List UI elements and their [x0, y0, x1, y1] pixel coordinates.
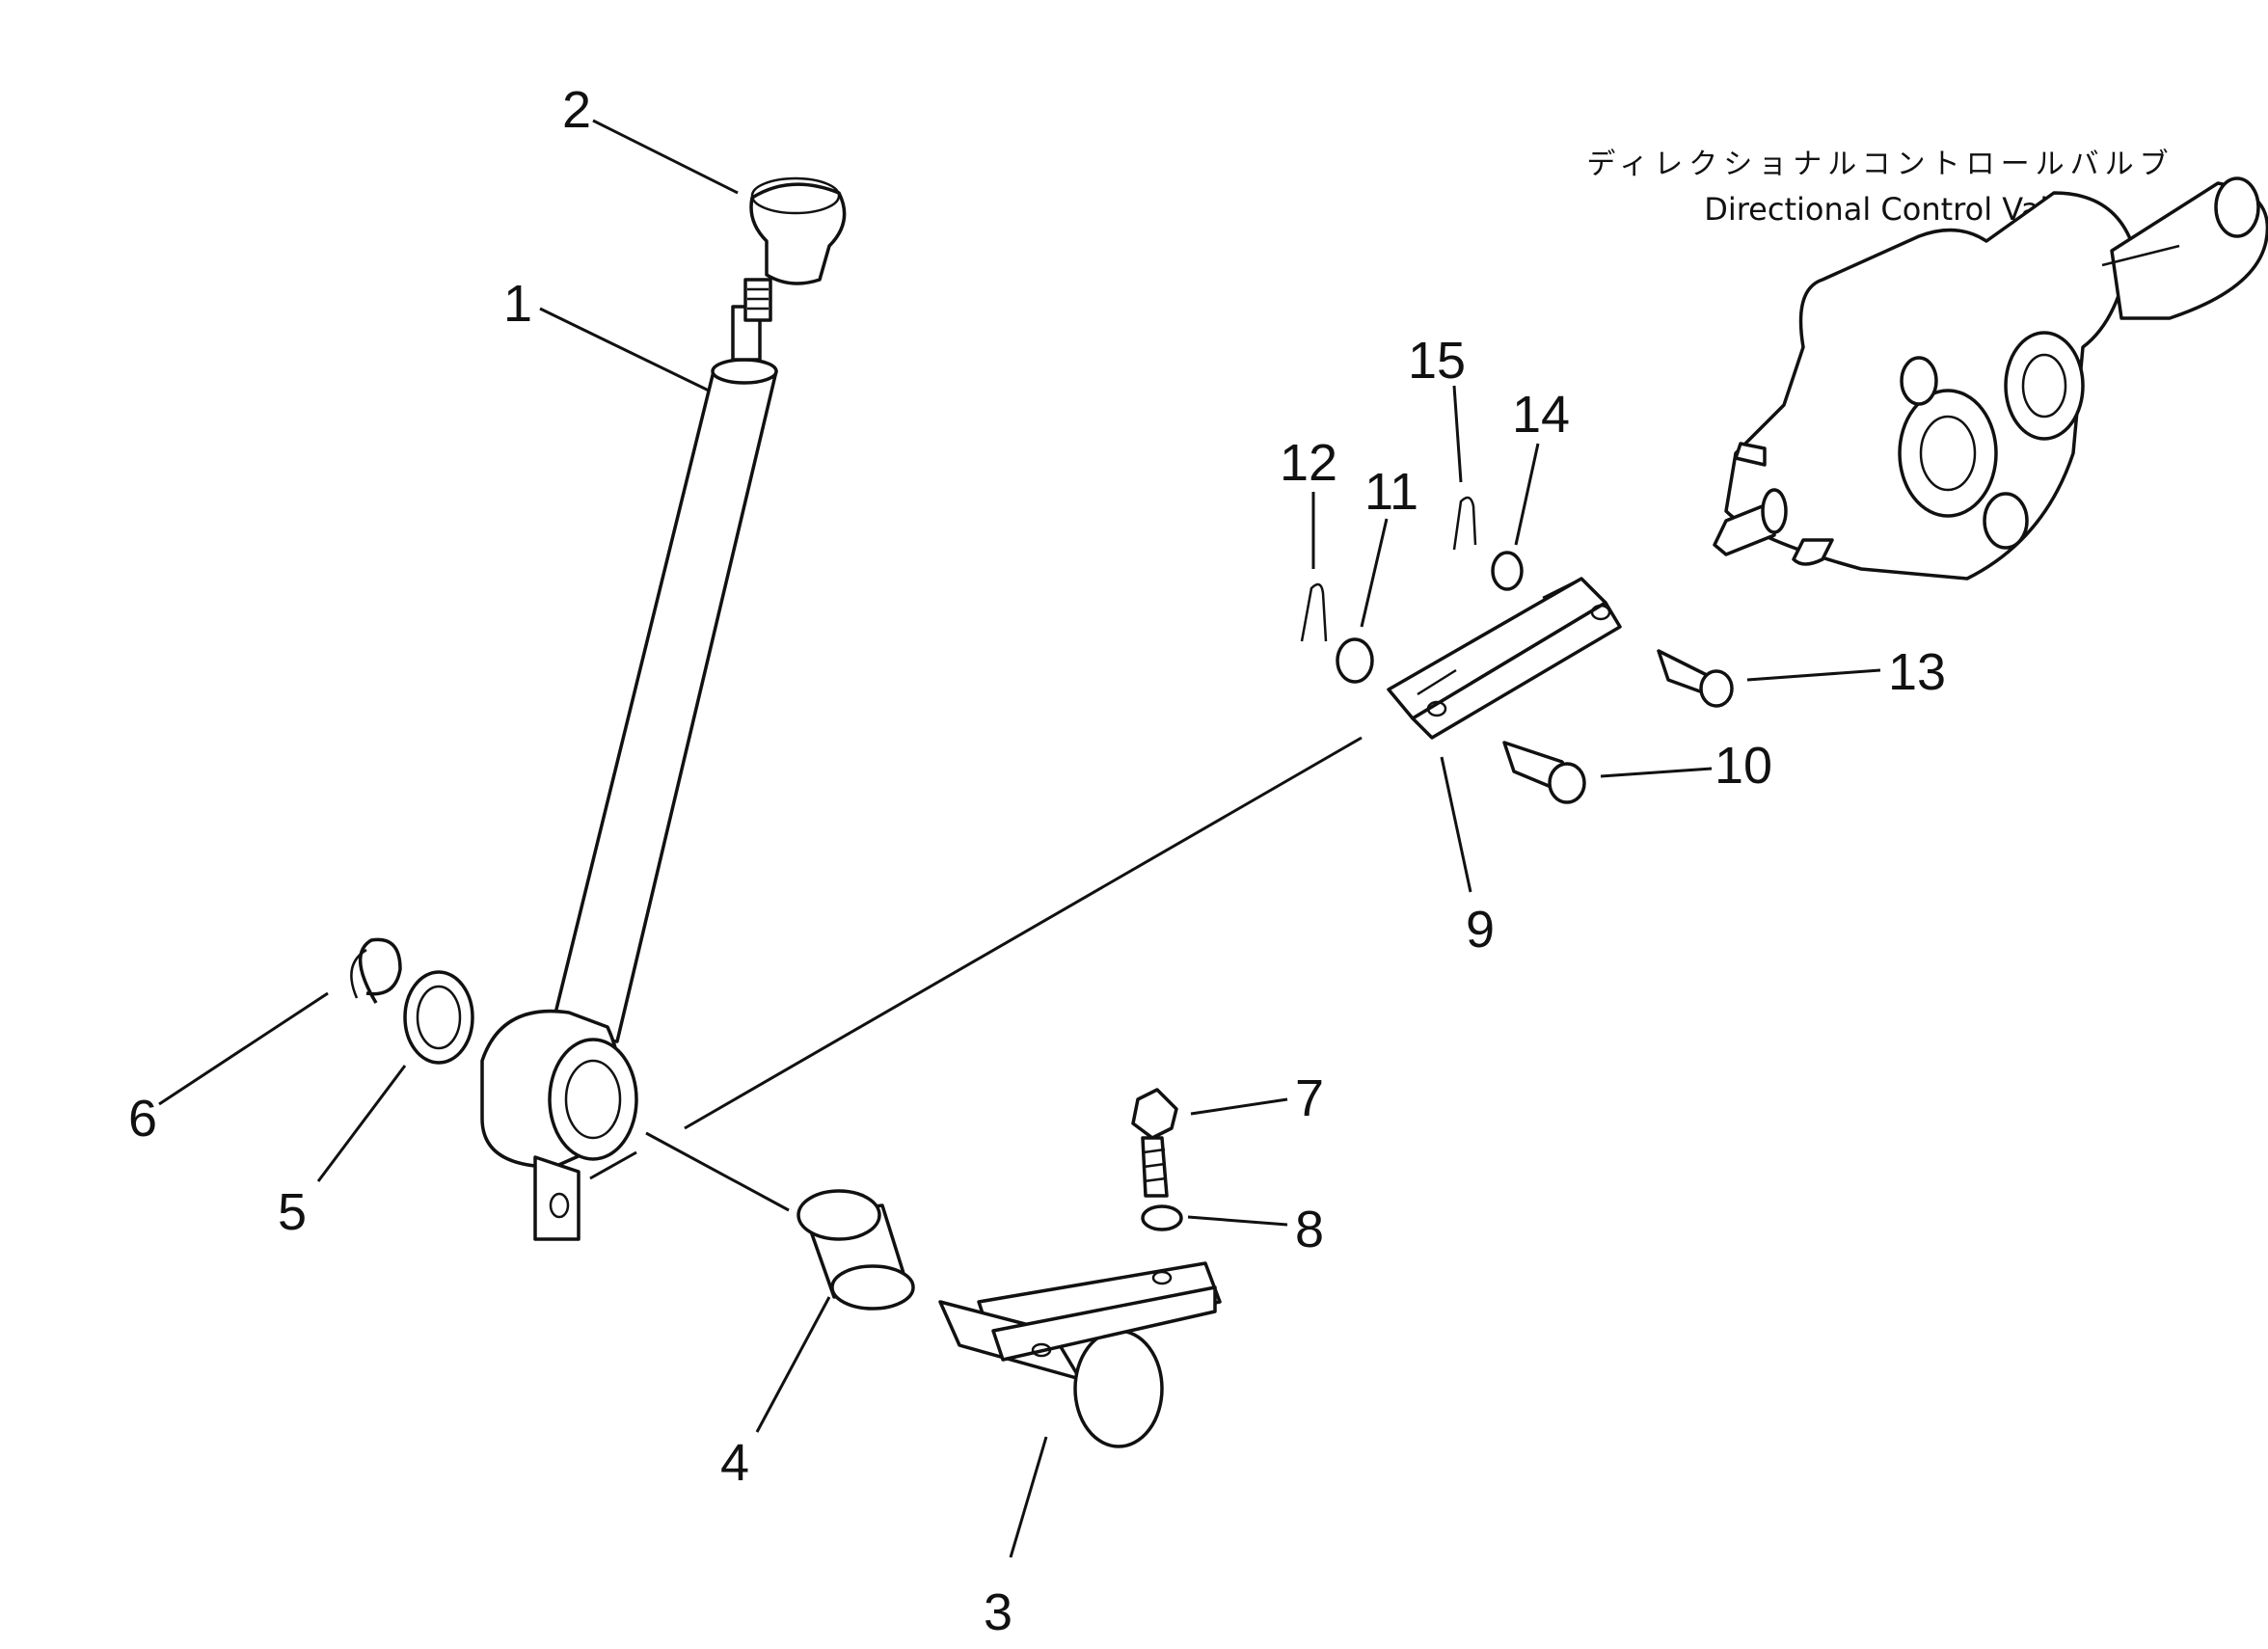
part-15-cotter-pin: [1452, 496, 1477, 551]
callout-10: 10: [1714, 737, 1772, 795]
leader-1: [539, 307, 710, 392]
leader-9: [1440, 756, 1472, 893]
assembly-line-clevis: [684, 736, 1363, 1130]
assembly-line-bushing: [645, 1131, 790, 1212]
valve-caption-jp: ディレクショナルコントロールバルブ: [1586, 148, 2174, 181]
part-5-washer: [403, 970, 474, 1065]
part-8-lock-washer: [1141, 1204, 1183, 1231]
leader-10: [1600, 767, 1713, 778]
callout-4: 4: [720, 1434, 749, 1492]
callout-3: 3: [984, 1583, 1012, 1641]
callout-14: 14: [1512, 386, 1570, 444]
leader-4: [755, 1296, 831, 1433]
leader-14: [1514, 443, 1540, 546]
leader-13: [1746, 668, 1881, 682]
part-10-pin: [1502, 741, 1586, 804]
part-9-clevis: [1387, 577, 1622, 740]
callout-11: 11: [1364, 463, 1418, 521]
leader-6: [158, 991, 329, 1106]
callout-6: 6: [128, 1090, 157, 1148]
callout-12: 12: [1280, 434, 1337, 492]
part-12-cotter-pin: [1300, 582, 1328, 642]
leader-5: [316, 1065, 407, 1182]
leader-8: [1187, 1215, 1288, 1227]
directional-control-valve: [1713, 176, 2268, 581]
callout-15: 15: [1408, 332, 1466, 390]
callout-2: 2: [562, 81, 591, 139]
part-1-lever: [480, 278, 778, 1241]
callout-5: 5: [278, 1183, 307, 1241]
leader-2: [592, 119, 739, 195]
part-6-snap-ring: [350, 937, 402, 1004]
leader-3: [1009, 1436, 1048, 1558]
callout-8: 8: [1295, 1201, 1324, 1258]
callout-13: 13: [1888, 643, 1946, 701]
leader-7: [1190, 1097, 1288, 1116]
part-13-pin: [1657, 649, 1734, 708]
callout-7: 7: [1295, 1069, 1324, 1127]
part-2-knob: [749, 176, 847, 285]
callout-9: 9: [1466, 901, 1495, 959]
part-14-washer: [1491, 551, 1524, 591]
leader-15: [1452, 385, 1463, 483]
leader-11: [1360, 518, 1389, 628]
part-7-bolt: [1131, 1088, 1178, 1198]
callout-1: 1: [503, 275, 532, 333]
part-3-bracket: [938, 1261, 1222, 1448]
part-4-bushing: [796, 1189, 915, 1311]
assembly-line-tab: [589, 1150, 637, 1180]
part-11-washer: [1336, 637, 1374, 684]
